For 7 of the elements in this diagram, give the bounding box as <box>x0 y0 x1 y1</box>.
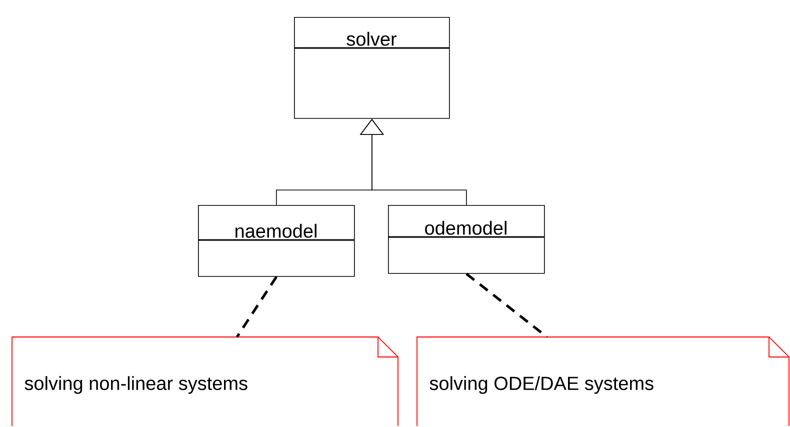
class-box: naemodel <box>198 204 355 277</box>
note-box: solving non-linear systems <box>12 336 398 426</box>
class-box: odemodel <box>388 204 545 274</box>
dashed-connector <box>236 276 278 338</box>
note-box: solving ODE/DAE systems <box>416 336 790 426</box>
class-box: solver <box>294 17 450 119</box>
dashed-connector <box>466 272 548 338</box>
